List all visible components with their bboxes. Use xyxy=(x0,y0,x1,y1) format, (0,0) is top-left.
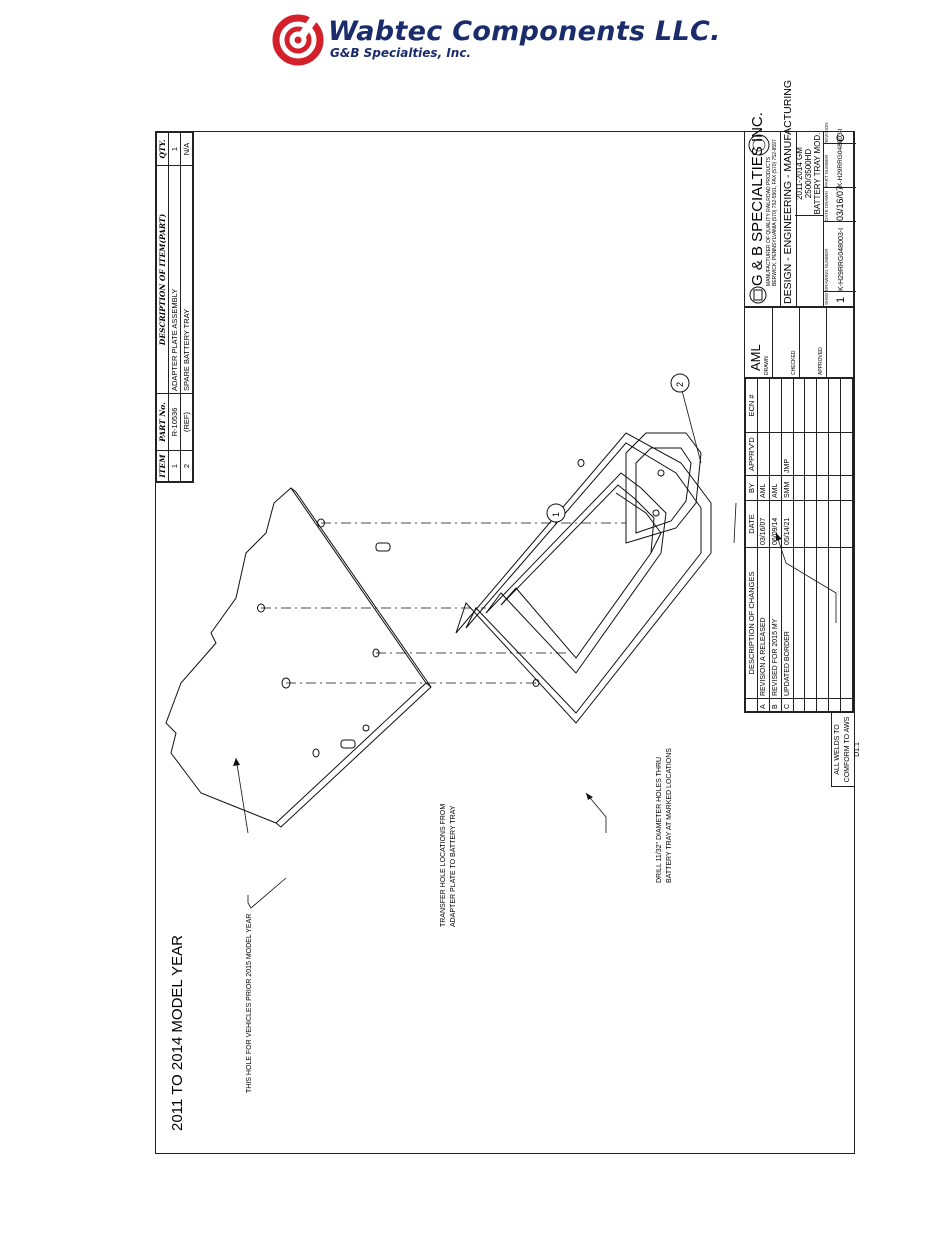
revision-cell xyxy=(757,432,770,476)
revision-cell: 05/14/21 xyxy=(781,500,793,548)
drawing-sheet: 2011 TO 2014 MODEL YEAR ITEM PART No. DE… xyxy=(155,80,861,1154)
sheet-number: 1 xyxy=(835,296,847,303)
drawing-number-cell: DRAWING NUMBER K-H29RRG048003-I xyxy=(824,221,856,292)
revision-letter: C xyxy=(835,134,847,142)
date-drawn-label: DATE DRAWN xyxy=(824,191,829,221)
revision-cell: B xyxy=(769,698,782,712)
adapter-plate-holes xyxy=(257,518,380,758)
revision-cell xyxy=(757,378,770,433)
note-drill-line-2: BATTERY TRAY AT MARKED LOCATIONS xyxy=(666,748,673,883)
table-row: C UPDATED BORDER 05/14/21 SMM JMP xyxy=(781,378,793,712)
revision-header-row: DESCRIPTION OF CHANGES DATE BY APPR'V'D … xyxy=(745,378,758,712)
revision-cell: UPDATED BORDER xyxy=(781,547,793,699)
welds-note-box: ALL WELDS TO COMFORM TO AWS D1.1 xyxy=(831,713,861,787)
drawing-title-line-1: 2011-2014 GM xyxy=(795,147,804,200)
approved-label: APPROVED xyxy=(818,347,824,375)
approvals-block: DRAWN AML CHECKED APPROVED xyxy=(744,307,854,377)
battery-tray-bracket xyxy=(625,432,702,544)
revision-cell: REVISION A RELEASED xyxy=(757,547,770,699)
wabtec-logo-icon xyxy=(272,14,324,66)
welds-note-line-1: ALL WELDS TO xyxy=(834,724,841,775)
company-header: Wabtec Components LLC. G&B Specialties, … xyxy=(270,14,720,66)
revision-header-approved: APPR'V'D xyxy=(745,432,758,476)
drawing-title-area: 2011-2014 GM 2500/3500HD BATTERY TRAY MO… xyxy=(795,131,823,216)
note-transfer-line-1: TRANSFER HOLE LOCATIONS FROM xyxy=(440,803,447,927)
drawn-by-signature: AML xyxy=(748,344,763,371)
callout-balloon-2 xyxy=(670,373,690,393)
revision-cell: AML xyxy=(757,475,770,501)
adapter-plate-studs xyxy=(340,542,391,749)
note-transfer-line-2: ADAPTER PLATE TO BATTERY TRAY xyxy=(450,805,457,928)
revision-header-by: BY xyxy=(745,475,758,501)
note-hole-prior-2015: THIS HOLE FOR VEHICLES PRIOR 2015 MODEL … xyxy=(246,913,253,1093)
table-row: B REVISED FOR 2015 MY 06/09/14 AML xyxy=(769,378,782,712)
revision-cell xyxy=(781,378,793,433)
checked-label: CHECKED xyxy=(791,350,797,375)
company-name: Wabtec Components LLC. xyxy=(328,16,721,47)
revision-header-description: DESCRIPTION OF CHANGES xyxy=(745,547,758,699)
drawn-cell: DRAWN AML xyxy=(745,307,773,377)
title-block-address: BERWICK, PENNSYLVANIA (570) 752-5901, FA… xyxy=(772,139,778,286)
leader-arrowheads xyxy=(233,533,782,800)
revision-cell: 03/16/07 xyxy=(757,500,770,548)
table-row xyxy=(840,378,853,712)
table-row xyxy=(816,378,829,712)
adapter-plate-outline xyxy=(165,487,432,828)
gb-company-emblem-icon xyxy=(749,286,767,304)
revision-cell: A xyxy=(757,698,770,712)
title-block: G & B SPECIALTIES INC. MANUFACTURER OF Q… xyxy=(744,80,856,307)
welds-note-line-2: COMFORM TO AWS D1.1 xyxy=(844,716,861,783)
note-drill-line-1: DRILL 11/32" DIAMETER HOLES THRU xyxy=(656,756,663,883)
hole-transfer-lines xyxy=(261,522,626,684)
revision-header-letter xyxy=(745,698,758,712)
table-row xyxy=(804,378,817,712)
drawing-number-label: DRAWING NUMBER xyxy=(824,248,829,291)
callout-number-2: 2 xyxy=(675,381,685,387)
revision-cell: REVISION C xyxy=(824,122,856,144)
battery-tray-outline xyxy=(455,432,712,724)
battery-tray-isometric-drawing xyxy=(165,373,837,909)
drawing-number: K-H29RRG048003-I xyxy=(838,227,845,291)
date-drawn-cell: DATE DRAWN 03/16/07 xyxy=(824,185,856,222)
table-row xyxy=(793,378,805,712)
sheet-label: SHEET xyxy=(824,289,829,305)
drawn-label: DRAWN xyxy=(764,356,770,375)
revision-cell xyxy=(769,378,782,433)
revision-cell: AML xyxy=(769,475,782,501)
drawing-sheet-content: 2011 TO 2014 MODEL YEAR ITEM PART No. DE… xyxy=(156,80,861,1153)
callout-balloon-1 xyxy=(546,503,566,523)
revision-header-ecn: ECN # xyxy=(745,378,758,433)
part-number-cell: PART NUMBER K-H29RRG048003-I xyxy=(824,128,856,188)
revision-cell: SMM xyxy=(781,475,793,501)
number-rows: SHEET 1 DRAWING NUMBER K-H29RRG048003-I … xyxy=(823,122,856,306)
checked-cell: CHECKED xyxy=(772,307,800,377)
revision-cell: REVISED FOR 2015 MY xyxy=(769,547,782,699)
drawing-title-line-3: BATTERY TRAY MOD. xyxy=(813,132,822,215)
approved-cell: APPROVED xyxy=(799,307,827,377)
tray-hole xyxy=(577,459,585,467)
company-subsidiary: G&B Specialties, Inc. xyxy=(330,46,471,60)
table-row xyxy=(828,378,841,712)
drawing-title-line-2: 2500/3500HD xyxy=(804,148,813,199)
sheet-cell: SHEET 1 xyxy=(824,289,856,306)
revision-cell: JMP xyxy=(781,432,793,476)
table-row: A REVISION A RELEASED 03/16/07 AML xyxy=(757,378,770,712)
revision-header-date: DATE xyxy=(745,500,758,548)
disclaimer-area xyxy=(795,215,823,306)
certification-seal-icon xyxy=(748,134,770,156)
callout-number-1: 1 xyxy=(551,511,561,517)
title-block-discipline: DESIGN - ENGINEERING - MANUFACTURING xyxy=(782,79,794,304)
revision-label: REVISION xyxy=(824,122,829,144)
revision-cell: 06/09/14 xyxy=(769,500,782,548)
date-drawn: 03/16/07 xyxy=(835,185,845,221)
part-number-label: PART NUMBER xyxy=(824,154,829,187)
revision-block: DESCRIPTION OF CHANGES DATE BY APPR'V'D … xyxy=(744,377,854,713)
revision-cell xyxy=(769,432,782,476)
leader-lines xyxy=(235,382,837,909)
revision-cell: C xyxy=(781,698,793,712)
